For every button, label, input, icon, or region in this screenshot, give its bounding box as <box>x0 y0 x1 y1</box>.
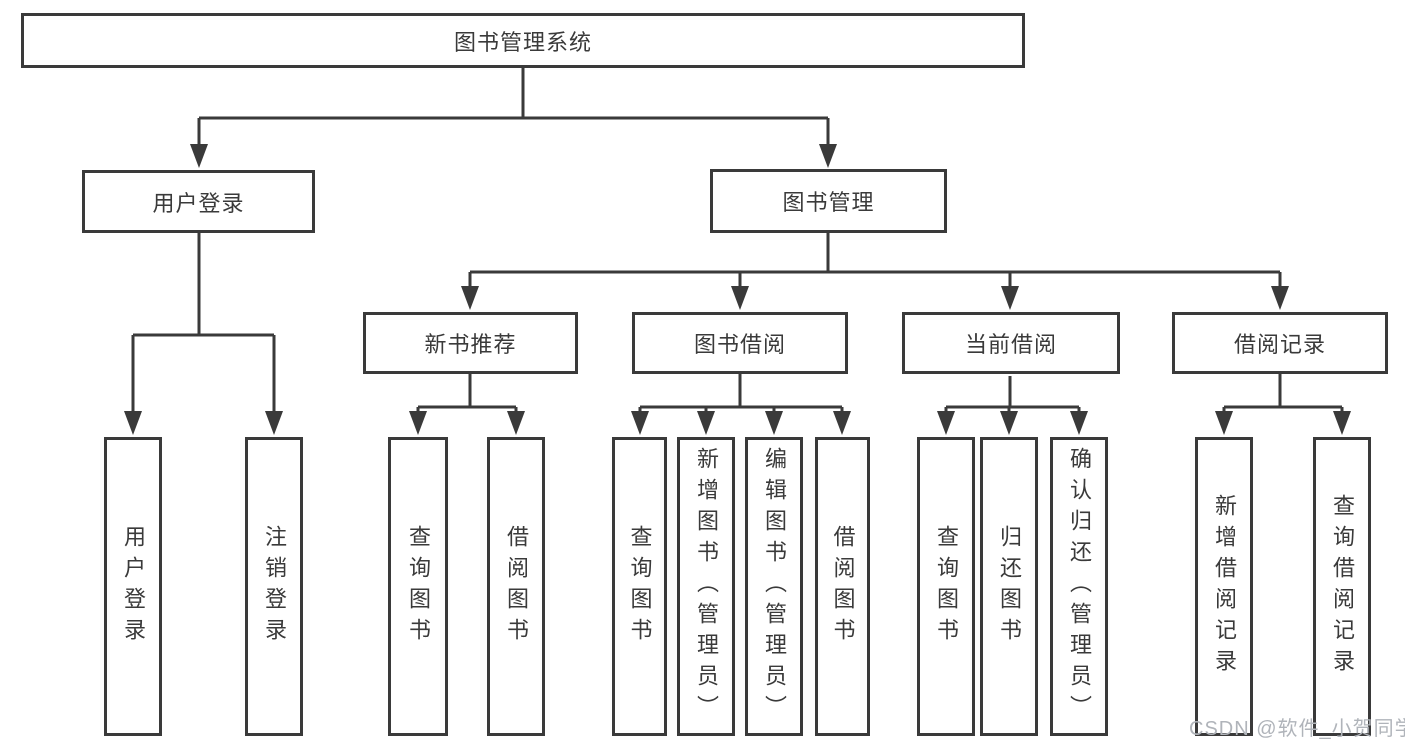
node-label: 图书管理系统 <box>453 29 592 55</box>
arrowhead-icon <box>124 411 142 435</box>
leaf-label: 注销登录 <box>262 524 287 649</box>
arrowhead-icon <box>1070 411 1088 435</box>
leaf-borrow-books-recommend: 借阅图书 <box>487 437 545 736</box>
node-user-login: 用户登录 <box>82 170 315 233</box>
leaf-add-borrow-record: 新增借阅记录 <box>1195 437 1253 736</box>
arrowhead-icon <box>507 411 525 435</box>
leaf-label: 确认归还（管理员） <box>1067 447 1092 726</box>
leaf-user-login: 用户登录 <box>104 437 162 736</box>
leaf-return-books: 归还图书 <box>980 437 1038 736</box>
arrowhead-icon <box>461 286 479 310</box>
node-book-borrow: 图书借阅 <box>632 312 848 374</box>
csdn-watermark: CSDN @软件_小贺同学 <box>1189 718 1405 740</box>
arrowhead-icon <box>937 411 955 435</box>
arrowhead-icon <box>765 411 783 435</box>
arrowhead-icon <box>1333 411 1351 435</box>
arrowhead-icon <box>833 411 851 435</box>
leaf-label: 新增借阅记录 <box>1212 493 1237 680</box>
arrowhead-icon <box>1000 411 1018 435</box>
leaf-label: 查询图书 <box>406 524 431 649</box>
leaf-label: 借阅图书 <box>830 524 856 649</box>
node-label: 当前借阅 <box>964 332 1057 357</box>
connector-currentborrow-to-leaves <box>944 376 1081 414</box>
arrowhead-icon <box>1001 286 1019 310</box>
node-borrow-records: 借阅记录 <box>1172 312 1388 374</box>
node-label: 新书推荐 <box>424 332 517 357</box>
leaf-edit-books-admin: 编辑图书（管理员） <box>745 437 803 736</box>
arrowhead-icon <box>1271 286 1289 310</box>
node-label: 图书借阅 <box>693 332 786 357</box>
arrowhead-icon <box>819 144 837 168</box>
leaf-query-books-borrow: 查询图书 <box>612 437 667 736</box>
arrowheads <box>124 144 1351 435</box>
arrowhead-icon <box>265 411 283 435</box>
node-new-book-recommend: 新书推荐 <box>363 312 578 374</box>
arrowhead-icon <box>1215 411 1233 435</box>
connector-records-to-leaves <box>1222 374 1344 414</box>
leaf-label: 用户登录 <box>121 524 146 649</box>
leaf-query-borrow-record: 查询借阅记录 <box>1313 437 1371 736</box>
leaf-label: 编辑图书（管理员） <box>762 447 787 726</box>
leaf-label: 归还图书 <box>997 524 1022 649</box>
arrowhead-icon <box>409 411 427 435</box>
node-current-borrow: 当前借阅 <box>902 312 1120 374</box>
connector-root-to-level2 <box>197 68 830 150</box>
connector-bookborrow-to-leaves <box>638 374 844 414</box>
leaf-label: 查询图书 <box>627 524 653 649</box>
node-label: 图书管理 <box>782 190 875 215</box>
arrowhead-icon <box>190 144 208 168</box>
arrowhead-icon <box>731 286 749 310</box>
node-label: 借阅记录 <box>1233 332 1326 357</box>
leaf-label: 查询借阅记录 <box>1330 493 1355 680</box>
connector-bookmgmt-to-level3 <box>468 233 1282 290</box>
leaf-label: 借阅图书 <box>504 524 529 649</box>
leaf-confirm-return-admin: 确认归还（管理员） <box>1050 437 1108 736</box>
arrowhead-icon <box>697 411 715 435</box>
leaf-query-books-recommend: 查询图书 <box>388 437 448 736</box>
leaf-borrow-books: 借阅图书 <box>815 437 870 736</box>
leaf-label: 查询图书 <box>934 524 959 649</box>
leaf-label: 新增图书（管理员） <box>694 447 719 726</box>
node-label: 用户登录 <box>152 190 245 216</box>
arrowhead-icon <box>631 411 649 435</box>
leaf-logout: 注销登录 <box>245 437 303 736</box>
node-library-system: 图书管理系统 <box>21 13 1025 68</box>
connector-userlogin-to-leaves <box>131 233 276 414</box>
leaf-add-books-admin: 新增图书（管理员） <box>677 437 735 736</box>
connector-newbook-to-leaves <box>416 374 518 414</box>
node-book-management: 图书管理 <box>710 169 947 233</box>
leaf-query-books-current: 查询图书 <box>917 437 975 736</box>
